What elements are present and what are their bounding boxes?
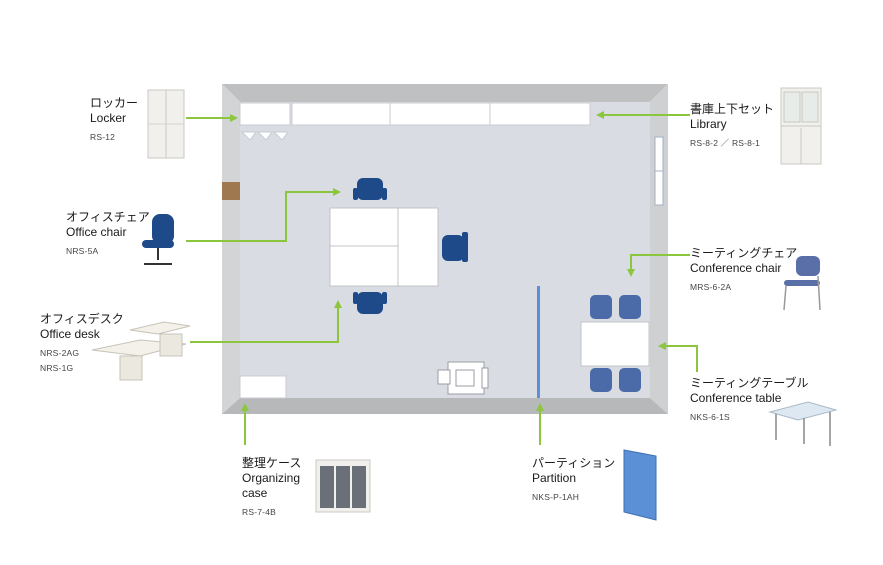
office-chair-label: オフィスチェア Office chair NRS-5A: [66, 210, 150, 257]
wall-bottom: [222, 398, 668, 414]
arrow-conference-table: [658, 342, 698, 372]
locker-icon: [147, 89, 185, 159]
office-desk-label: オフィスデスク Office desk NRS-2AG NRS-1G: [40, 312, 124, 373]
locker-label: ロッカー Locker RS-12: [90, 96, 138, 143]
office-chairs-plan: [353, 178, 468, 314]
wall-left: [222, 84, 240, 414]
conference-table-label: ミーティングテーブル Conference table NKS-6-1S: [690, 376, 809, 423]
organizing-case-icon: [315, 459, 371, 513]
conference-table-code: NKS-6-1S: [690, 412, 730, 422]
office-chair-label-en: Office chair: [66, 225, 127, 239]
door: [222, 182, 240, 200]
locker-label-en: Locker: [90, 111, 127, 125]
lockers-plan: [239, 102, 291, 141]
organizing-case-plan: [239, 375, 287, 399]
organizing-case-label-jp: 整理ケース: [242, 456, 302, 470]
partition-label-en: Partition: [532, 471, 577, 485]
office-chair-code: NRS-5A: [66, 246, 99, 256]
library-label: 書庫上下セット Library RS-8-2 ／ RS-8-1: [690, 102, 774, 149]
locker-code: RS-12: [90, 132, 116, 142]
organizing-case-label-en-2: case: [242, 486, 268, 500]
conference-chair-code: MRS-6-2A: [690, 282, 732, 292]
library-label-jp: 書庫上下セット: [690, 102, 775, 116]
organizing-case-label: 整理ケース Organizing case RS-7-4B: [242, 456, 301, 518]
office-chair-label-jp: オフィスチェア: [66, 210, 150, 224]
partition-icon: [623, 449, 657, 521]
arrow-office-chair: [186, 188, 341, 242]
organizing-case-label-en: Organizing: [242, 471, 301, 485]
library-cabinet-icon: [780, 87, 822, 165]
partition-plan: [537, 286, 540, 398]
office-desk-code-2: NRS-1G: [40, 362, 74, 373]
conference-table-icon: [768, 401, 838, 446]
library-code: RS-8-2 ／ RS-8-1: [690, 138, 761, 148]
office-desk-code-1: NRS-2AG: [40, 348, 80, 358]
wall-right: [650, 84, 668, 414]
callout-arrows: [186, 111, 698, 445]
office-chair-icon: [142, 214, 174, 265]
office-desk-label-en: Office desk: [40, 327, 100, 341]
arrow-conference-chair: [627, 254, 690, 277]
library-cabinets-plan: [291, 102, 591, 126]
conference-chair-icon: [783, 256, 821, 311]
conference-chair-label-jp: ミーティングチェア: [690, 246, 798, 260]
copier-plan: [437, 361, 489, 395]
conference-table-label-en: Conference table: [690, 391, 782, 405]
office-desk-label-jp: オフィスデスク: [40, 312, 124, 326]
library-label-en: Library: [690, 117, 727, 131]
conference-chair-label-en: Conference chair: [690, 261, 782, 275]
organizing-case-code: RS-7-4B: [242, 507, 276, 517]
locker-label-jp: ロッカー: [90, 96, 139, 110]
office-desks-plan: [329, 207, 439, 287]
conference-chair-label: ミーティングチェア Conference chair MRS-6-2A: [690, 246, 797, 293]
arrow-office-desk: [190, 300, 342, 343]
partition-label: パーティション Partition NKS-P-1AH: [532, 456, 615, 503]
partition-label-jp: パーティション: [532, 456, 616, 470]
conference-set-plan: [580, 295, 650, 392]
partition-code: NKS-P-1AH: [532, 492, 580, 502]
conference-table-label-jp: ミーティングテーブル: [690, 376, 809, 390]
wall-top: [222, 84, 668, 102]
office-desk-icon: [91, 321, 191, 381]
